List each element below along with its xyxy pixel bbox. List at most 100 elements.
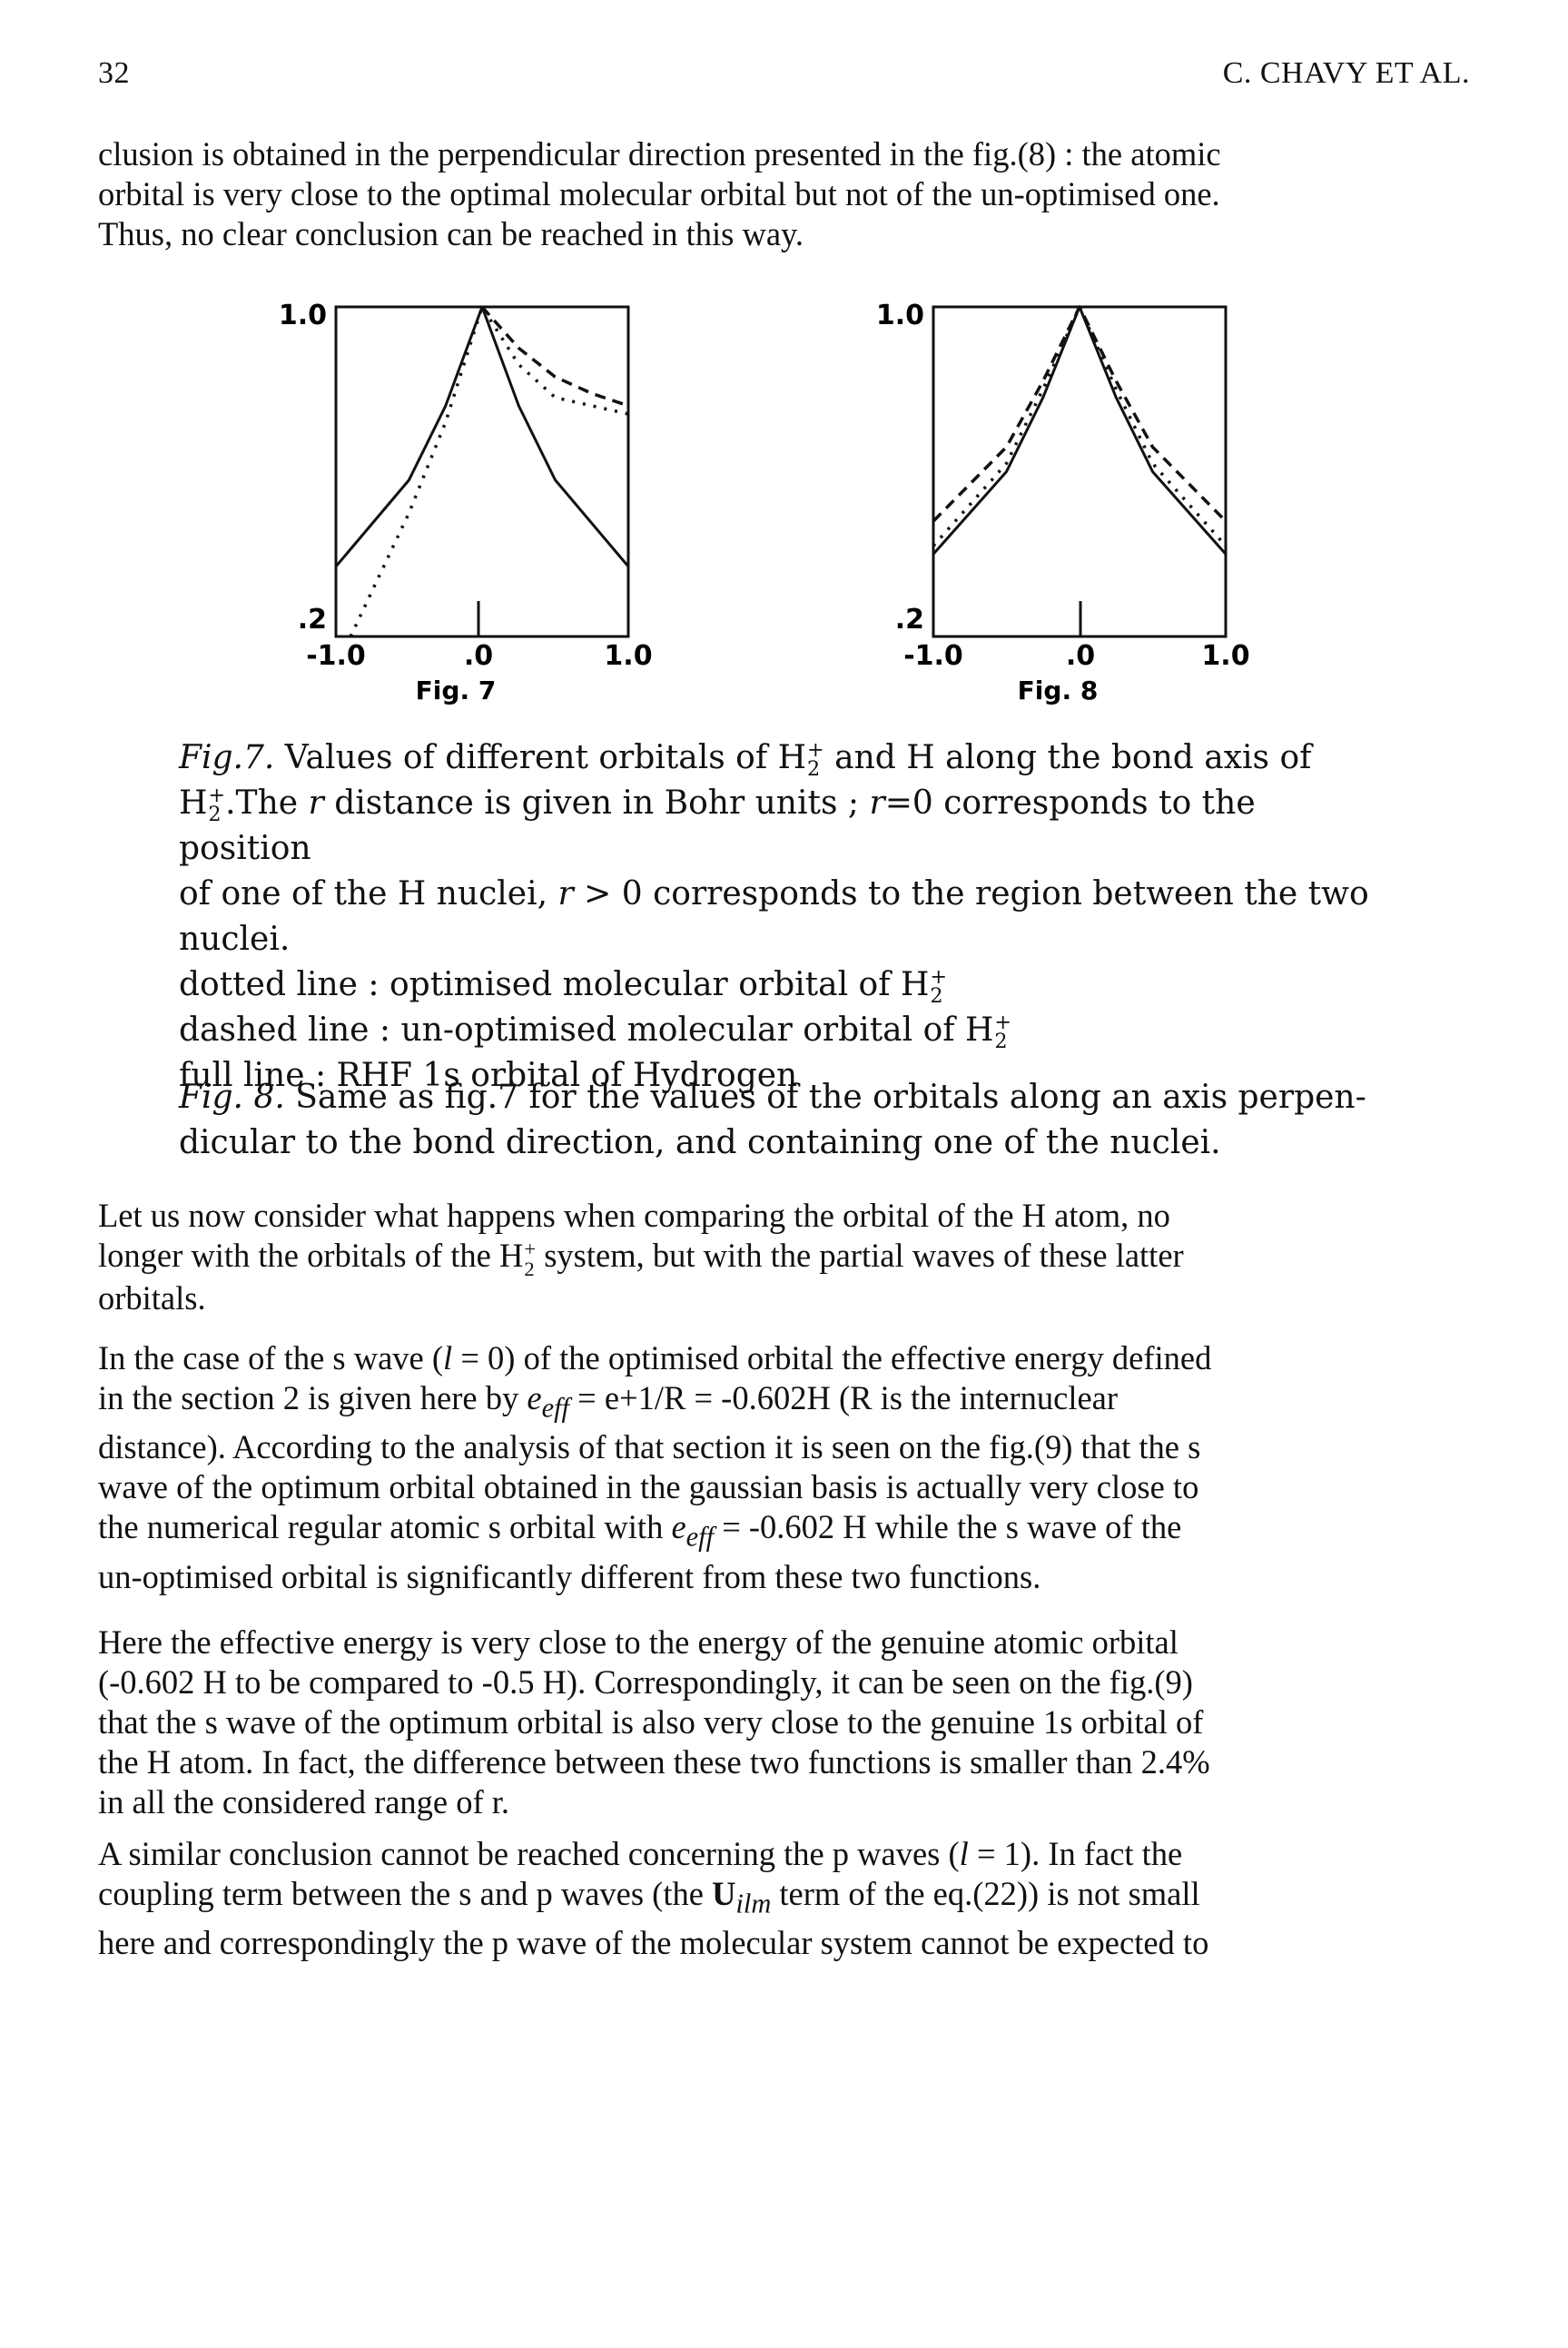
paragraph-text: longer with the orbitals of the H <box>98 1237 524 1274</box>
paragraph-text: term of the eq.(22)) is not small <box>779 1875 1200 1912</box>
figures-7-8: 1.0 .2 -1.0 .0 1.0 Fig. 7 1.0 .2 -1.0 .0… <box>279 300 1250 705</box>
paragraph-line: that the s wave of the optimum orbital i… <box>98 1703 1204 1741</box>
paragraph-text: A similar conclusion cannot be reached c… <box>98 1835 960 1872</box>
fig-8-caption-label: Fig. 8. <box>179 1079 285 1116</box>
paragraph-line: distance). According to the analysis of … <box>98 1428 1201 1466</box>
paragraph-text: = 1). In fact the <box>976 1835 1183 1872</box>
superscript: + <box>807 737 824 762</box>
legend-text: dashed line : un-optimised molecular orb… <box>179 1011 994 1049</box>
fig-8-x-tick-right: 1.0 <box>1201 640 1249 672</box>
caption-text: and H along the bond axis of <box>834 739 1312 776</box>
paragraph-line: the H atom. In fact, the difference betw… <box>98 1743 1210 1781</box>
subscript-ilm: ilm <box>735 1888 772 1919</box>
caption-text: distance is given in Bohr units ; <box>334 784 860 822</box>
superscript: + <box>208 783 226 807</box>
paragraph-line: (-0.602 H to be compared to -0.5 H). Cor… <box>98 1663 1193 1701</box>
fig-7-label: Fig. 7 <box>416 676 497 705</box>
superscript: + <box>994 1010 1012 1034</box>
paragraph-line: coupling term between the s and p waves … <box>98 1874 1471 1923</box>
caption-line: of one of the H nuclei, r > 0 correspond… <box>179 872 1382 917</box>
paragraph-line: Here the effective energy is very close … <box>98 1623 1178 1661</box>
caption-text: > 0 corresponds to the region between th… <box>584 875 1369 913</box>
caption-line: Fig. 8. Same as fig.7 for the values of … <box>179 1075 1382 1120</box>
paragraph-text: = -0.602 H while the s wave of the <box>722 1508 1182 1546</box>
legend-dashed: dashed line : un-optimised molecular orb… <box>179 1008 1382 1053</box>
subscript: 2 <box>930 984 943 1008</box>
paragraph-line: here and correspondingly the p wave of t… <box>98 1924 1209 1962</box>
caption-line: H+2.The r distance is given in Bohr unit… <box>179 781 1382 872</box>
fig-8-label: Fig. 8 <box>1018 676 1099 705</box>
fig-7-x-tick-left: -1.0 <box>306 640 366 672</box>
fig-8-dashed-line <box>932 305 1228 523</box>
fig-7-caption-label: Fig.7. <box>179 739 275 776</box>
caption-text: H <box>179 784 208 822</box>
intro-line: orbital is very close to the optimal mol… <box>98 175 1220 212</box>
subscript: 2 <box>994 1030 1008 1053</box>
paragraph-text: in the section 2 is given here by <box>98 1379 519 1416</box>
intro-line: clusion is obtained in the perpendicular… <box>98 135 1221 173</box>
subscript: 2 <box>208 803 222 826</box>
paragraph-1: Let us now consider what happens when co… <box>98 1196 1471 1318</box>
variable-l: l <box>959 1835 969 1872</box>
caption-line: nuclei. <box>179 921 291 958</box>
legend-dotted: dotted line : optimised molecular orbita… <box>179 962 1382 1008</box>
subscript: 2 <box>524 1257 535 1280</box>
variable-U: U <box>712 1875 736 1912</box>
fig-8-dotted-line <box>932 305 1228 548</box>
paragraph-4: A similar conclusion cannot be reached c… <box>98 1834 1471 1963</box>
caption-text: =0 corresponds to the position <box>179 784 1256 867</box>
fig-7-full-line <box>334 305 630 567</box>
fig-8-x-tick-mid: .0 <box>1066 640 1095 672</box>
variable-e: e <box>527 1379 542 1416</box>
paragraph-line: A similar conclusion cannot be reached c… <box>98 1834 1471 1874</box>
paragraph-line: the numerical regular atomic s orbital w… <box>98 1507 1471 1556</box>
paragraph-text: the numerical regular atomic s orbital w… <box>98 1508 664 1546</box>
paragraph-text: = 0) of the optimised orbital the effect… <box>460 1339 1212 1376</box>
caption-line: Fig.7. Values of different orbitals of H… <box>179 735 1382 781</box>
fig-7-dotted-line <box>349 305 629 637</box>
paragraph-text: coupling term between the s and p waves … <box>98 1875 704 1912</box>
paragraph-2: In the case of the s wave (l = 0) of the… <box>98 1338 1471 1597</box>
subscript-eff: eff <box>541 1392 569 1424</box>
paragraph-line: wave of the optimum orbital obtained in … <box>98 1468 1199 1506</box>
fig-8-y-tick-top: 1.0 <box>876 300 924 331</box>
paragraph-line: in the section 2 is given here by eeff =… <box>98 1378 1471 1427</box>
fig-7-dashed-line <box>480 305 629 408</box>
caption-line: dicular to the bond direction, and conta… <box>179 1124 1221 1161</box>
fig-7-x-tick-right: 1.0 <box>604 640 652 672</box>
fig-7-caption: Fig.7. Values of different orbitals of H… <box>179 735 1382 1099</box>
paragraph-text: = e+1/R = -0.602H (R is the internuclear <box>577 1379 1119 1416</box>
variable-r: r <box>869 784 885 822</box>
caption-text: Values of different orbitals of H <box>284 739 806 776</box>
fig-7-y-tick-bottom: .2 <box>298 604 327 636</box>
fig-8-caption: Fig. 8. Same as fig.7 for the values of … <box>179 1075 1382 1166</box>
fig-8-full-line <box>932 305 1228 556</box>
fig-7-frame <box>334 305 630 638</box>
variable-r: r <box>308 784 324 822</box>
legend-text: dotted line : optimised molecular orbita… <box>179 966 930 1003</box>
paragraph-line: In the case of the s wave (l = 0) of the… <box>98 1338 1471 1378</box>
caption-text: of one of the H nuclei, <box>179 875 548 913</box>
legend-full: full line : RHF 1s orbital of Hydrogen <box>179 1057 798 1094</box>
caption-text: Same as fig.7 for the values of the orbi… <box>295 1079 1366 1116</box>
fig-8-x-tick-left: -1.0 <box>903 640 963 672</box>
subscript: 2 <box>807 757 821 781</box>
caption-text: .The <box>225 784 299 822</box>
subscript-eff: eff <box>685 1521 715 1553</box>
running-header-authors: C. CHAVY ET AL. <box>1222 56 1470 90</box>
fig-8-plot: 1.0 .2 -1.0 .0 1.0 Fig. 8 <box>876 300 1250 705</box>
variable-r: r <box>557 875 574 913</box>
variable-e: e <box>671 1508 686 1546</box>
superscript: + <box>930 964 948 989</box>
fig-8-frame <box>932 305 1228 638</box>
paragraph-text: In the case of the s wave ( <box>98 1339 444 1376</box>
page-number: 32 <box>98 56 130 90</box>
fig-8-y-tick-bottom: .2 <box>895 604 924 636</box>
paragraph-line: Let us now consider what happens when co… <box>98 1197 1170 1234</box>
intro-paragraph: clusion is obtained in the perpendicular… <box>98 134 1471 254</box>
variable-l: l <box>443 1339 453 1376</box>
paragraph-line: un-optimised orbital is significantly di… <box>98 1557 1041 1595</box>
fig-7-x-tick-mid: .0 <box>464 640 493 672</box>
paragraph-text: system, but with the partial waves of th… <box>544 1237 1184 1274</box>
paragraph-3: Here the effective energy is very close … <box>98 1623 1471 1822</box>
